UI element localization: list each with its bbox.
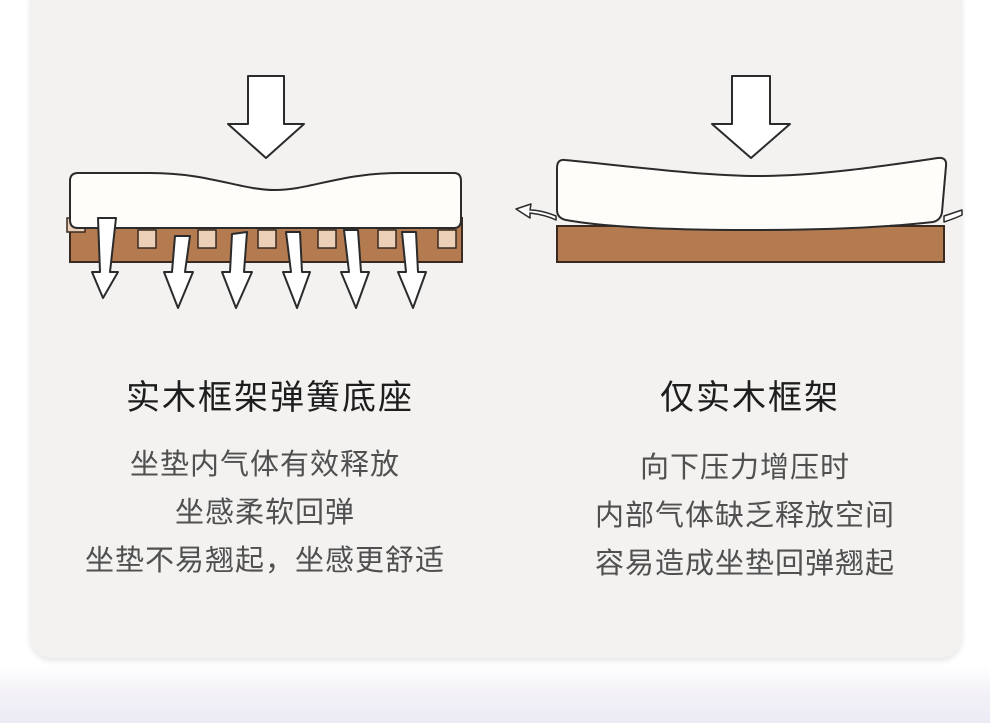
- spring-slots: [66, 217, 457, 249]
- press-down-arrow-icon: [227, 75, 305, 159]
- side-escape-arrow-icon: [515, 203, 963, 223]
- cushion: [69, 172, 462, 229]
- comparison-card: [30, 0, 962, 658]
- comparison-diagram: [66, 75, 963, 309]
- left-description: 坐垫内气体有效释放 坐感柔软回弹 坐垫不易翘起，坐感更舒适: [50, 440, 480, 584]
- right-diagram: [515, 75, 963, 263]
- wood-frame-base: [556, 225, 945, 263]
- right-line-3: 容易造成坐垫回弹翘起: [594, 546, 895, 580]
- air-release-arrow-icon: [91, 217, 427, 309]
- right-line-2: 内部气体缺乏释放空间: [594, 498, 895, 532]
- right-title: 仅实木框架: [660, 378, 840, 418]
- right-line-1: 向下压力增压时: [639, 450, 850, 484]
- cushion: [556, 156, 948, 232]
- left-title: 实木框架弹簧底座: [126, 378, 414, 418]
- left-diagram: [66, 75, 463, 309]
- left-line-2: 坐感柔软回弹: [174, 495, 355, 529]
- left-line-1: 坐垫内气体有效释放: [129, 447, 400, 481]
- left-line-3: 坐垫不易翘起，坐感更舒适: [84, 543, 445, 577]
- press-down-arrow-icon: [711, 75, 791, 159]
- right-description: 向下压力增压时 内部气体缺乏释放空间 容易造成坐垫回弹翘起: [530, 443, 960, 587]
